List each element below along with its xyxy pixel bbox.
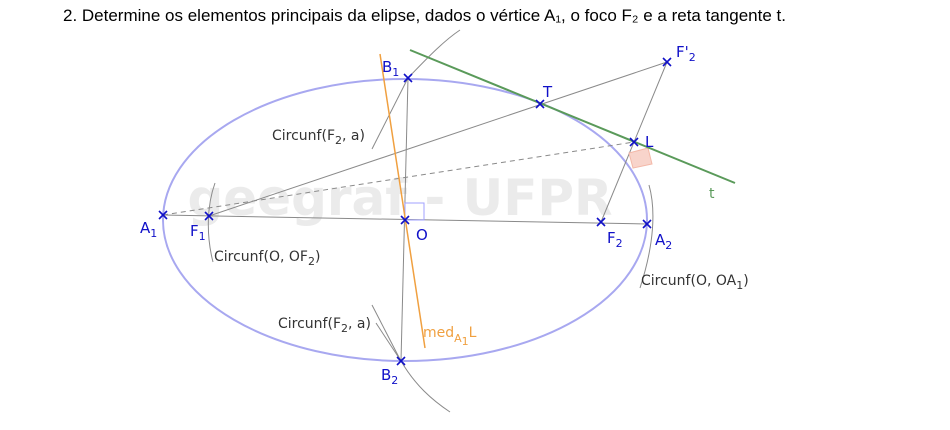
label-tangent-t: t <box>709 186 715 202</box>
circ-o-of2-arc <box>207 182 216 263</box>
label-circ-o-oa1: Circunf(O, OA1) <box>641 273 749 292</box>
label-circ-f2-a-top: Circunf(F2, a) <box>272 128 365 147</box>
label-l: L <box>645 133 654 151</box>
point-o-marker <box>400 215 410 225</box>
right-angle-marker-icon <box>404 202 425 221</box>
mediatrix-line <box>379 53 426 349</box>
point-fp2-marker <box>662 57 672 67</box>
label-t: T <box>542 83 553 101</box>
right-angle-marker-icon <box>628 147 653 169</box>
tangent-line-t <box>409 49 736 184</box>
point-b2-marker <box>396 356 406 366</box>
point-b1-marker <box>403 73 413 83</box>
point-a1-marker <box>158 210 168 220</box>
label-b1: B1 <box>382 58 399 79</box>
point-f2-marker <box>596 217 606 227</box>
watermark: geegraf - UFPR <box>187 169 612 227</box>
line-f1-fp2 <box>208 61 668 217</box>
label-f2: F2 <box>607 229 623 250</box>
label-circ-o-of2: Circunf(O, OF2) <box>214 249 320 268</box>
label-o: O <box>416 226 428 244</box>
label-b2: B2 <box>381 366 398 387</box>
leader-line-top <box>371 77 409 150</box>
point-t-marker <box>535 99 545 109</box>
point-a2-marker <box>642 219 652 229</box>
ellipse-curve <box>162 78 648 362</box>
circ-f2-a-arc-bottom <box>371 304 451 413</box>
label-fp2: F'2 <box>676 43 696 64</box>
circ-f2-a-arc-top <box>407 29 461 79</box>
circ-o-oa1-arc <box>639 184 654 289</box>
label-a2: A2 <box>655 231 672 252</box>
label-mediatrix: medA1L <box>423 325 477 348</box>
leader-line-bottom <box>375 322 402 362</box>
question-text: 2. Determine os elementos principais da … <box>63 6 786 25</box>
label-circ-f2-a-bottom: Circunf(F2, a) <box>278 316 371 335</box>
point-f1-marker <box>204 211 214 221</box>
point-l-marker <box>629 137 639 147</box>
label-f1: F1 <box>190 222 206 243</box>
point-markers <box>158 57 672 366</box>
label-a1: A1 <box>140 219 157 240</box>
